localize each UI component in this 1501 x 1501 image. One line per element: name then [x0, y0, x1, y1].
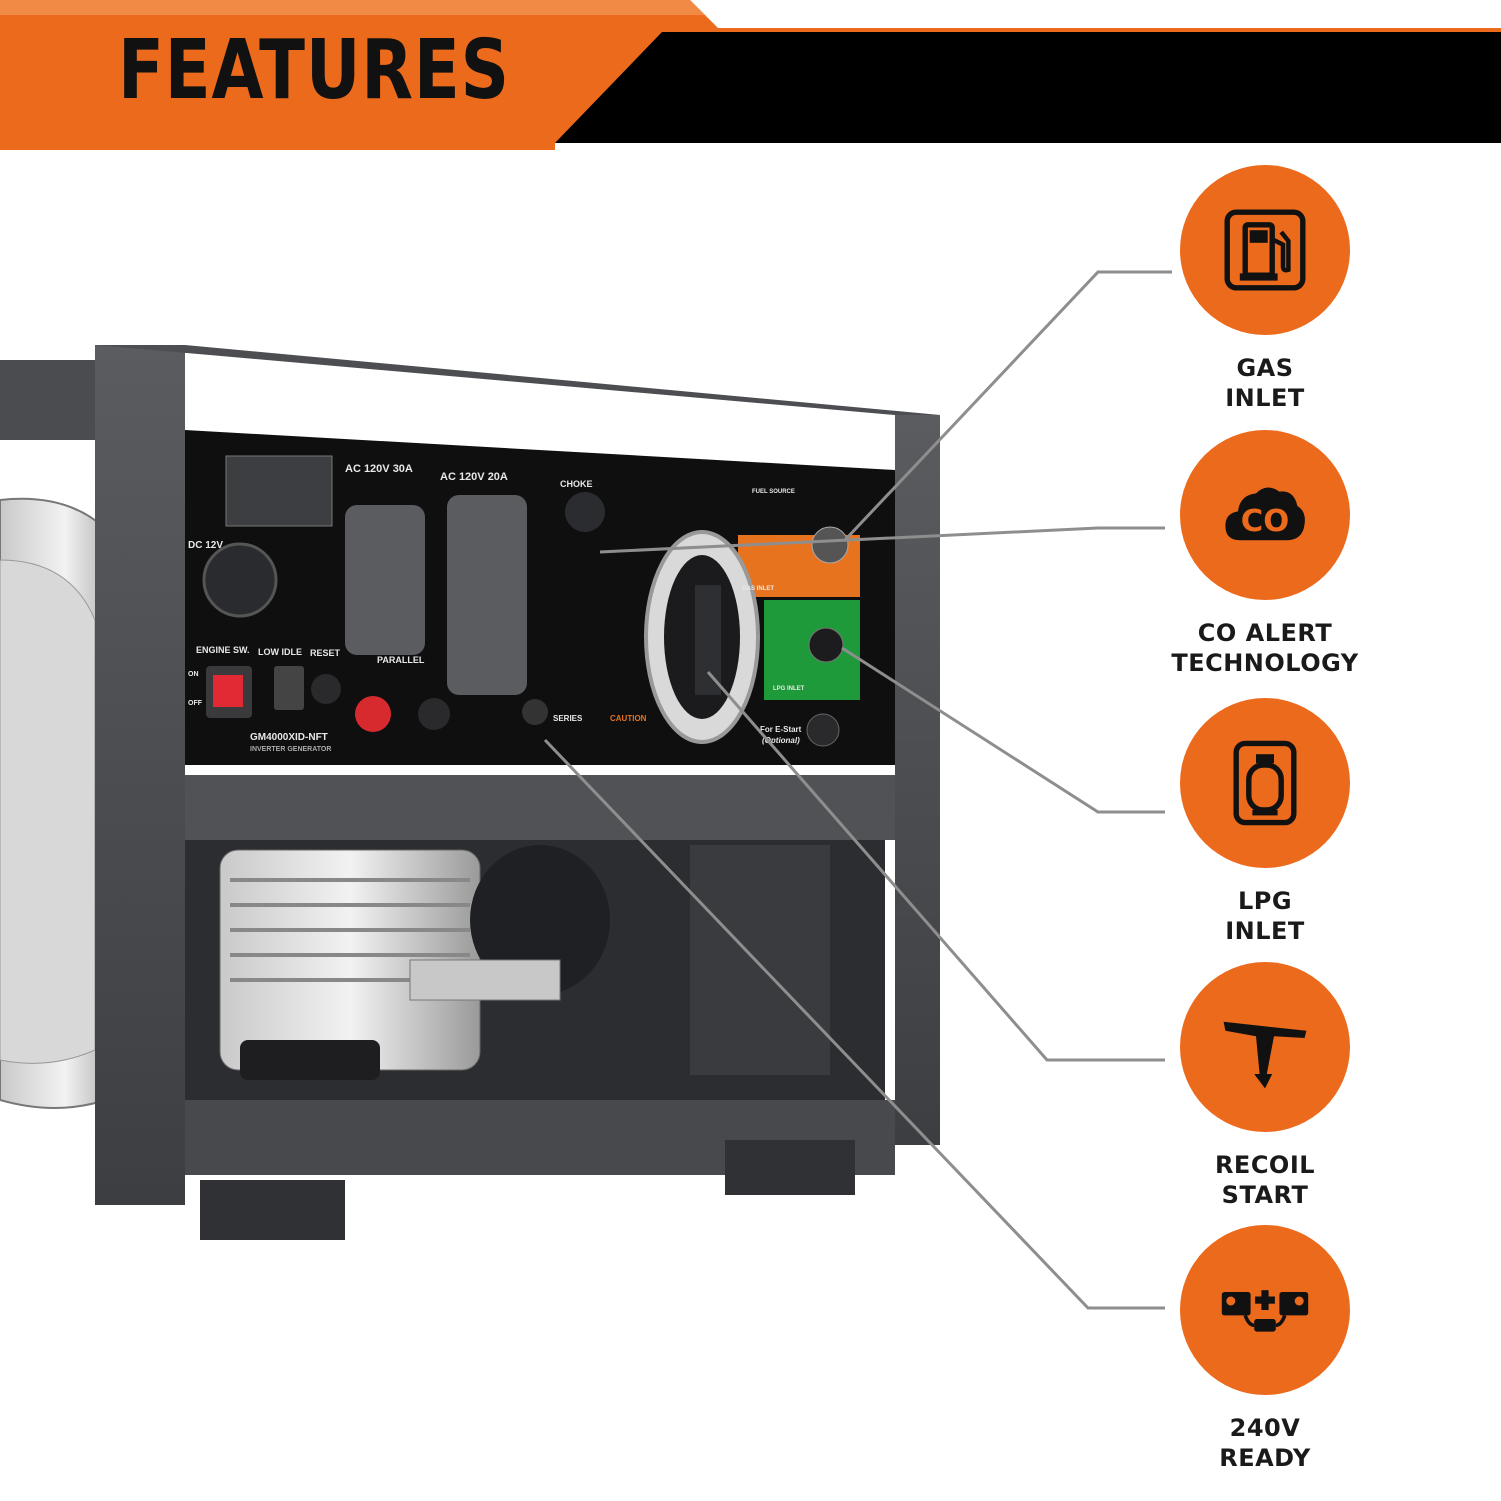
- feature-240v-ready: 240V READY: [1180, 1225, 1350, 1473]
- engine-off-label: OFF: [188, 700, 203, 707]
- vft-display: [225, 455, 333, 527]
- dc-label: DC 12V: [188, 540, 223, 551]
- leader-lines: [543, 270, 1172, 1310]
- choke-label: CHOKE: [560, 479, 593, 489]
- feature-circle: [1180, 1225, 1350, 1395]
- model-subtitle: INVERTER GENERATOR: [250, 746, 331, 753]
- feature-label: GAS INLET: [1225, 354, 1305, 412]
- engine-switch-label: ENGINE SW.: [196, 645, 250, 655]
- low-idle-switch: [274, 666, 304, 710]
- outlet-30a-label: AC 120V 30A: [345, 463, 413, 475]
- lpg-panel-label: LPG INLET: [773, 686, 805, 692]
- series-label: SERIES: [553, 714, 583, 723]
- feature-recoil-start: RECOIL START: [1180, 962, 1350, 1210]
- frame-right-post: [895, 415, 940, 1145]
- leader-lpg-inlet: [841, 646, 1165, 814]
- svg-text:CO: CO: [1241, 504, 1289, 539]
- page-title: FEATURES: [118, 23, 510, 118]
- reset-label: RESET: [310, 648, 341, 658]
- feature-circle: [1180, 165, 1350, 335]
- feature-circle: [1180, 698, 1350, 868]
- parallel-label: PARALLEL: [377, 655, 425, 665]
- recoil-handle-icon: [1223, 1021, 1307, 1089]
- caution-label: CAUTION: [610, 714, 647, 723]
- leader-recoil-start: [706, 671, 1165, 1062]
- outlet-20a-label: AC 120V 20A: [440, 471, 508, 483]
- feature-label: LPG INLET: [1225, 887, 1305, 945]
- frame-foot-right: [725, 1140, 855, 1195]
- e-start-button: [806, 713, 840, 747]
- model-label: GM4000XID-NFT: [250, 732, 328, 743]
- banner-black-bar: [555, 32, 1501, 143]
- banner-top-highlight: [0, 0, 705, 15]
- feature-label: RECOIL START: [1214, 1151, 1316, 1209]
- feature-gas-inlet: GAS INLET: [1180, 165, 1350, 413]
- low-idle-label: LOW IDLE: [258, 647, 302, 657]
- frame-left-post: [95, 345, 185, 1205]
- leader-240v: [543, 738, 1165, 1310]
- parallel-batteries-icon: [1221, 1290, 1309, 1332]
- frame-middle-rail: [185, 775, 895, 840]
- engine-foot: [240, 1040, 380, 1080]
- lpg-inlet-connector: [808, 627, 844, 663]
- alternator: [470, 845, 610, 995]
- fuel-pump-icon: [1224, 209, 1306, 291]
- recoil-start-handle: [695, 585, 721, 695]
- rear-frame-rail: [0, 360, 100, 440]
- dc-12v-socket: [202, 542, 278, 618]
- feature-label: 240V READY: [1219, 1414, 1311, 1472]
- leader-co-alert: [599, 526, 1165, 554]
- e-start-note: (Optional): [762, 736, 800, 745]
- fuel-source-label: FUEL SOURCE: [752, 489, 795, 495]
- header-banner: FEATURES: [0, 0, 1501, 150]
- frame-foot-left: [200, 1180, 345, 1240]
- engine-mount: [409, 959, 561, 1001]
- reset-button: [311, 674, 341, 704]
- leader-gas-inlet: [843, 270, 1172, 542]
- series-terminal: [522, 699, 548, 725]
- engine-on-label: ON: [188, 671, 199, 678]
- banner-shapes: [0, 0, 1501, 150]
- parallel-terminal-red: [355, 696, 391, 732]
- inverter-module: [690, 845, 830, 1075]
- co-cloud-icon: CO: [1225, 487, 1305, 541]
- fuel-tank-inner: [0, 559, 96, 1064]
- frame-top-rail: [95, 345, 940, 415]
- feature-label: CO ALERT TECHNOLOGY: [1171, 619, 1359, 677]
- engine-switch-rocker: [213, 675, 243, 707]
- e-start-label: For E-Start: [760, 725, 802, 734]
- feature-co-alert: CO CO ALERT TECHNOLOGY: [1171, 430, 1358, 678]
- gas-panel-label: GAS INLET: [742, 586, 774, 592]
- propane-tank-icon: [1233, 740, 1297, 826]
- choke-knob: [565, 492, 605, 532]
- gas-inlet-connector: [811, 526, 849, 564]
- parallel-terminal-black: [418, 698, 450, 730]
- outlet-30a: [345, 505, 425, 655]
- feature-lpg-inlet: LPG INLET: [1180, 698, 1350, 946]
- feature-circle: [1180, 962, 1350, 1132]
- feature-circle: CO: [1180, 430, 1350, 600]
- outlet-20a: [447, 495, 527, 695]
